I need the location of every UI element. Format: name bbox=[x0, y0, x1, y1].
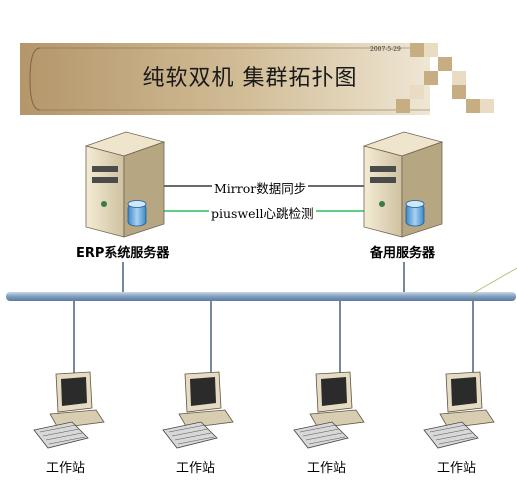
workstation-icon bbox=[293, 371, 365, 449]
title-banner bbox=[20, 43, 494, 115]
date-label: 2007-5-29 bbox=[370, 46, 401, 53]
workstation-icon bbox=[33, 371, 105, 449]
workstation-label: 工作站 bbox=[307, 461, 347, 476]
external-link-line bbox=[469, 267, 517, 296]
page-title: 纯软双机 集群拓扑图 bbox=[142, 66, 358, 91]
workstation-label: 工作站 bbox=[437, 461, 477, 476]
workstation-label: 工作站 bbox=[46, 461, 86, 476]
network-bus bbox=[6, 292, 516, 301]
backup-server-label: 备用服务器 bbox=[370, 246, 436, 261]
workstation-icon bbox=[162, 371, 234, 449]
backup-server-icon bbox=[362, 131, 444, 238]
mirror-sync-label: Mirror数据同步 bbox=[212, 178, 309, 197]
primary-server-icon bbox=[84, 131, 166, 238]
workstation-label: 工作站 bbox=[176, 461, 216, 476]
heartbeat-label: piuswell心跳检测 bbox=[209, 203, 316, 222]
workstation-icon bbox=[423, 371, 495, 449]
primary-server-label: ERP系统服务器 bbox=[76, 246, 170, 261]
